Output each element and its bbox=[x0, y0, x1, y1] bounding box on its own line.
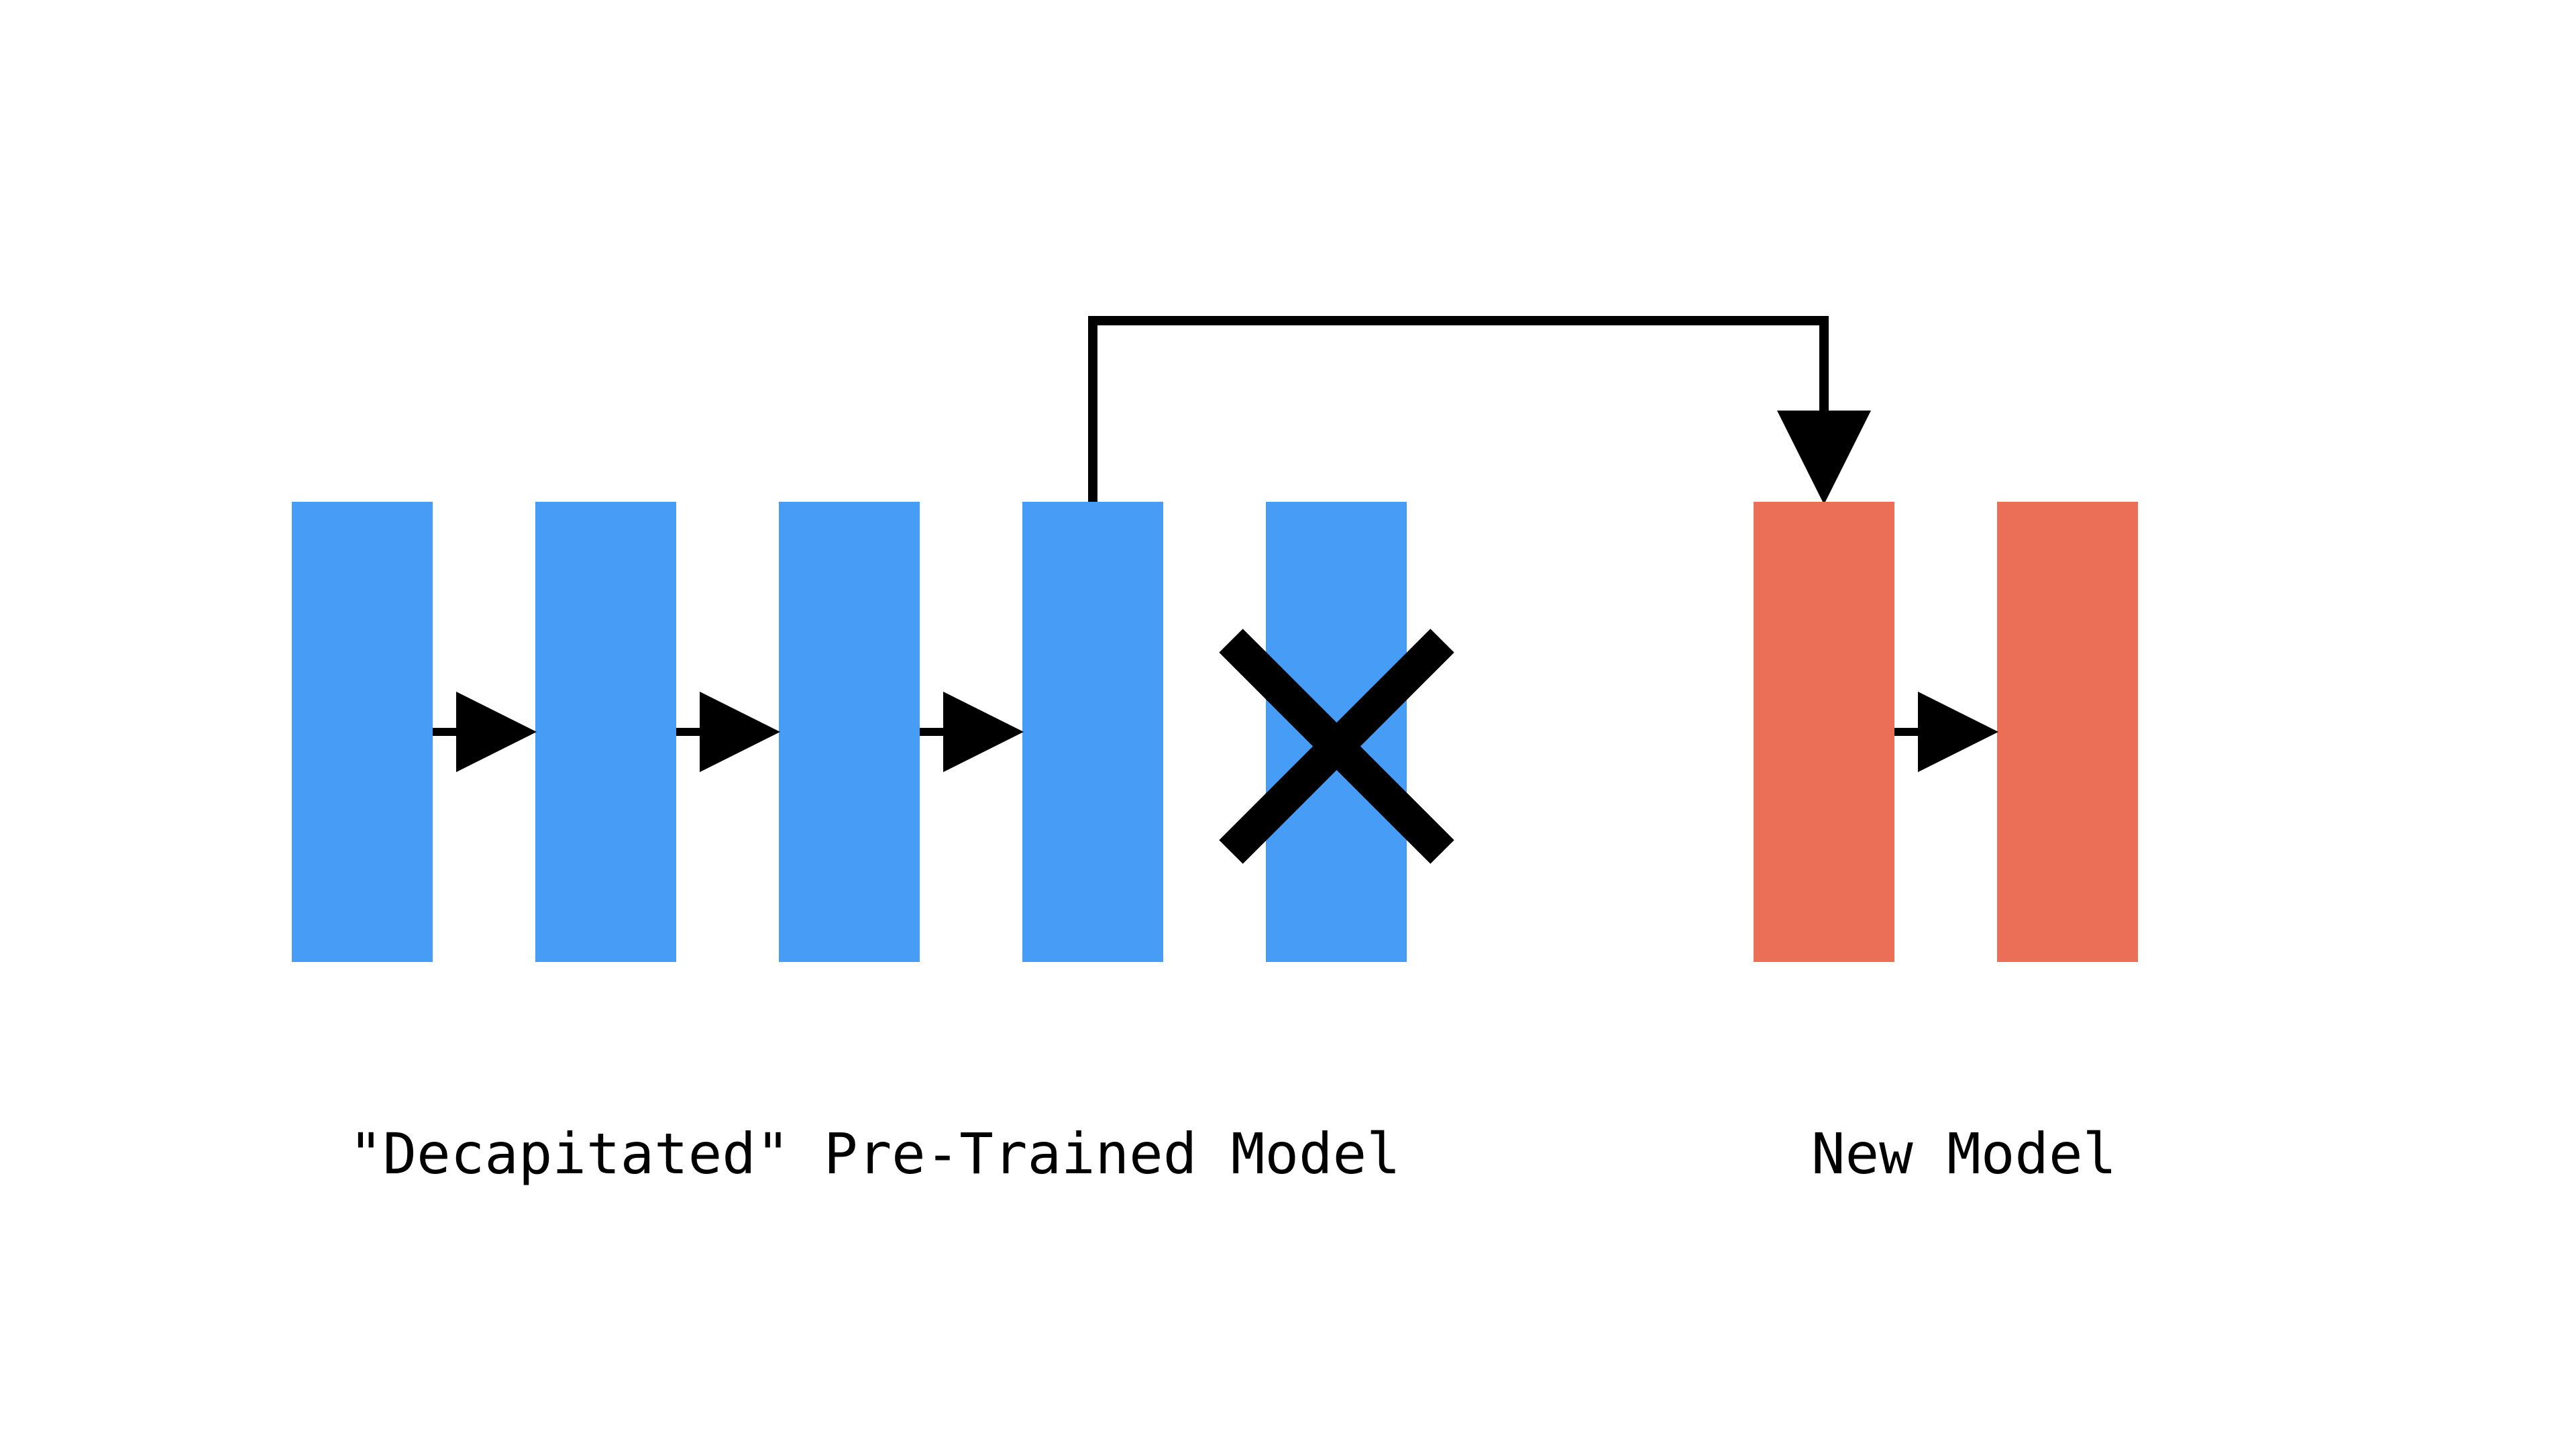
pretrained-layer-3 bbox=[779, 502, 920, 962]
new-layer-1 bbox=[1754, 502, 1894, 962]
pretrained-layer-1 bbox=[292, 502, 433, 962]
pretrained-layer-4 bbox=[1022, 502, 1163, 962]
new-layer-2 bbox=[1997, 502, 2138, 962]
pretrained-layer-2 bbox=[535, 502, 676, 962]
new-model-layers bbox=[1754, 502, 2138, 962]
transfer-connector-arrow bbox=[1088, 316, 1871, 504]
x-cross-icon bbox=[1219, 629, 1454, 864]
pretrained-model-label: "Decapitated" Pre-Trained Model bbox=[349, 1121, 1401, 1187]
new-model-label: New Model bbox=[1811, 1121, 2117, 1187]
